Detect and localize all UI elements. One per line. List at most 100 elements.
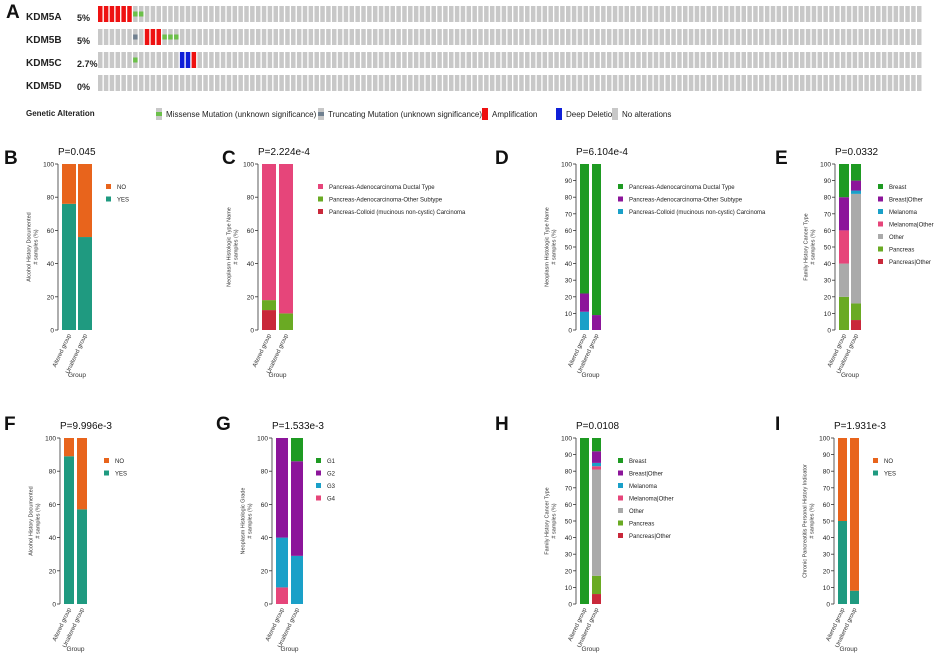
oncoprint-cell: [770, 52, 776, 68]
oncoprint-cell: [840, 6, 846, 22]
y-tick-label: 30: [565, 552, 573, 559]
oncoprint-cell: [314, 75, 319, 91]
oncoprint-cell: [109, 29, 115, 45]
oncoprint-cell: [209, 29, 214, 45]
bar-segment: [592, 462, 601, 467]
oncoprint-cell: [870, 6, 875, 22]
oncoprint-cell: [735, 29, 741, 45]
oncoprint-cell: [203, 75, 208, 91]
x-axis-label: Group: [581, 646, 599, 653]
bar-segment: [592, 164, 601, 316]
oncoprint-cell: [525, 6, 530, 22]
oncoprint-cell: [437, 75, 442, 91]
oncoprint-cell: [729, 6, 735, 22]
oncoprint-cell: [121, 29, 126, 45]
oncoprint-cell: [881, 75, 887, 91]
oncoprint-cell: [601, 29, 606, 45]
oncoprint-cell: [320, 75, 325, 91]
oncoprint-cell: [115, 29, 121, 45]
legend-label-truncating: Truncating Mutation (unknown significanc…: [328, 110, 483, 119]
oncoprint-cell: [776, 52, 782, 68]
panel-letter-e: E: [775, 148, 788, 169]
oncoprint-cell: [449, 75, 454, 91]
oncoprint-cell: [566, 29, 571, 45]
oncoprint-cell: [665, 29, 670, 45]
oncoprint-cell: [255, 52, 261, 68]
oncoprint-cell: [917, 29, 922, 45]
y-tick-label: 30: [823, 552, 831, 559]
oncoprint-cell: [162, 52, 167, 68]
oncoprint-cell: [402, 6, 407, 22]
oncoprint-cell: [507, 6, 512, 22]
oncoprint-grid: [98, 6, 922, 91]
y-tick-label: 40: [824, 261, 832, 268]
legend-swatch: [106, 196, 111, 202]
y-tick-label: 80: [565, 469, 573, 476]
oncoprint-cell: [583, 75, 589, 91]
oncoprint-cell: [688, 29, 694, 45]
y-tick-label: 60: [261, 502, 269, 509]
oncoprint-cell: [618, 52, 624, 68]
oncoprint-cell: [636, 52, 641, 68]
oncoprint-cell: [835, 29, 840, 45]
oncoprint-cell: [127, 29, 132, 45]
oncoprint-cell: [759, 6, 764, 22]
oncoprint-cell: [530, 75, 536, 91]
legend-label: Pancreas-Adenocarcinoma Ductal Type: [329, 185, 435, 191]
oncoprint-cell: [431, 29, 436, 45]
x-axis-label: Group: [268, 372, 286, 379]
oncoprint-cell: [121, 75, 126, 91]
bar-segment: [839, 164, 849, 198]
oncoprint-cell: [618, 75, 624, 91]
oncoprint-cell: [150, 75, 156, 91]
oncoprint-cell: [530, 6, 536, 22]
oncoprint-cell: [905, 6, 910, 22]
oncoprint-cell: [466, 52, 472, 68]
y-axis-label: # samples (%): [552, 229, 558, 264]
oncoprint-cell: [232, 6, 238, 22]
legend-swatch: [878, 209, 883, 214]
oncoprint-cell: [103, 6, 109, 22]
oncoprint-cell: [718, 75, 723, 91]
oncoprint-cell: [706, 75, 711, 91]
oncoprint-cell: [133, 75, 138, 91]
oncoprint-cell: [279, 6, 284, 22]
oncoprint-cell: [601, 75, 606, 91]
legend-label: Breast: [889, 185, 907, 191]
oncoprint-cell: [770, 29, 776, 45]
oncoprint-cell: [905, 52, 910, 68]
oncoprint-cell: [144, 75, 150, 91]
oncoprint-cell: [367, 75, 372, 91]
y-tick-label: 20: [565, 568, 573, 575]
oncoprint-cell: [846, 75, 852, 91]
oncoprint-cell: [378, 75, 384, 91]
oncoprint-cell: [419, 52, 425, 68]
oncoprint-cell: [577, 6, 583, 22]
oncoprint-cell: [729, 52, 735, 68]
oncoprint-cell: [835, 52, 840, 68]
oncoprint-cell: [103, 52, 109, 68]
oncoprint-cell: [595, 29, 600, 45]
oncoprint-cell: [805, 75, 811, 91]
y-tick-label: 10: [823, 585, 831, 592]
oncoprint-cell: [583, 6, 589, 22]
y-tick-label: 20: [47, 294, 55, 301]
legend-swatch: [618, 470, 623, 476]
bar-segment: [592, 438, 601, 452]
oncoprint-cell: [571, 6, 577, 22]
oncoprint-cell: [554, 52, 559, 68]
y-tick-label: 0: [52, 602, 56, 609]
bar-segment: [592, 469, 601, 576]
y-tick-label: 20: [247, 294, 255, 301]
oncoprint-cell: [513, 29, 518, 45]
y-tick-label: 100: [243, 162, 254, 169]
oncoprint-cell: [121, 52, 126, 68]
oncoprint-cell: [530, 52, 536, 68]
legend-label: YES: [884, 472, 896, 478]
oncoprint-cell: [700, 6, 706, 22]
oncoprint-cell: [876, 29, 881, 45]
oncoprint-cell: [642, 52, 647, 68]
y-tick-label: 70: [823, 485, 831, 492]
oncoprint-cell: [197, 52, 202, 68]
oncoprint-cell: [718, 52, 723, 68]
